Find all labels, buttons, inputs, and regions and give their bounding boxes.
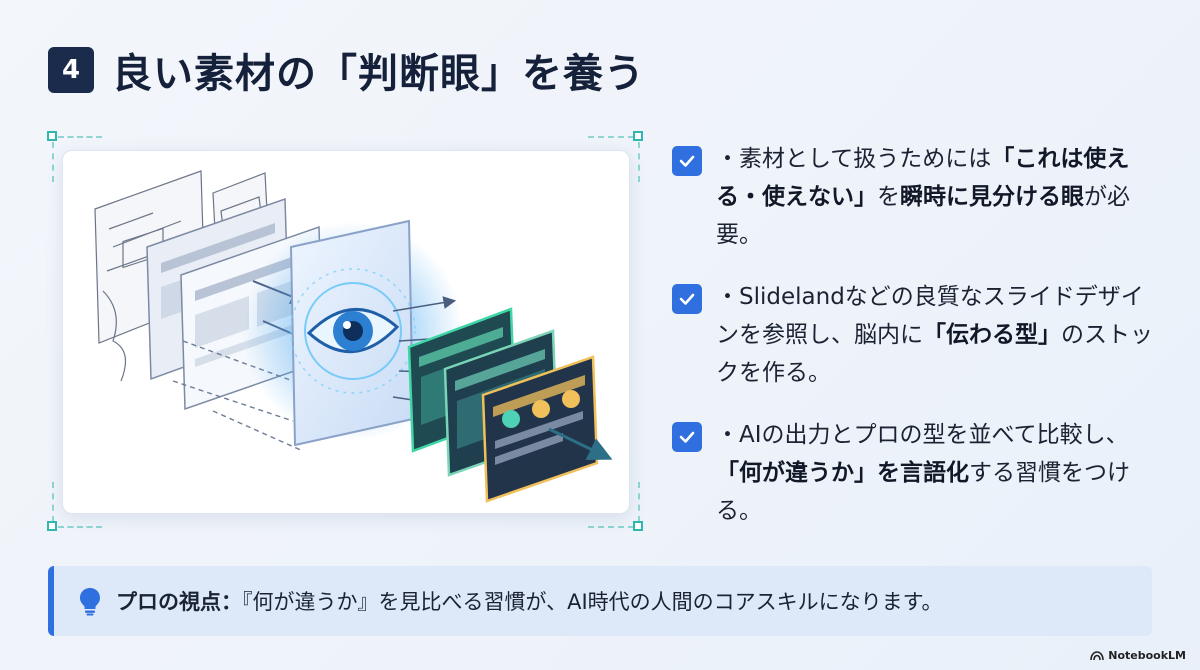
checkbox-checked-icon xyxy=(672,422,702,452)
eye-filter-illustration xyxy=(62,150,630,514)
checkbox-checked-icon xyxy=(672,284,702,314)
callout-label: プロの視点： xyxy=(116,590,242,614)
slide-header: 4 良い素材の「判断眼」を養う xyxy=(48,40,645,100)
notebooklm-logo-icon xyxy=(1090,650,1105,661)
bullet-text-plain: 素材として扱うためには xyxy=(739,146,992,172)
lightbulb-icon xyxy=(78,586,102,616)
brand-mark: NotebookLM xyxy=(1090,649,1186,662)
eye-icon xyxy=(243,219,463,447)
page-title: 良い素材の「判断眼」を養う xyxy=(112,51,645,97)
callout-text: 『何が違うか』を見比べる習慣が、AI時代の人間のコアスキルになります。 xyxy=(242,590,943,614)
section-number-badge: 4 xyxy=(48,47,94,93)
selected-slides xyxy=(407,307,599,503)
list-item: ・Slidelandなどの良質なスライドデザインを参照し、脳内に「伝わる型」のス… xyxy=(672,278,1162,392)
list-item: ・素材として扱うためには「これは使える・使えない」を瞬時に見分ける眼が必要。 xyxy=(672,140,1162,254)
bullet-text-plain: AIの出力とプロの型を並べて比較し、 xyxy=(739,422,1129,448)
bullet-list: ・素材として扱うためには「これは使える・使えない」を瞬時に見分ける眼が必要。 ・… xyxy=(672,140,1162,554)
illustration-frame xyxy=(47,131,644,532)
bullet-text-bold: 「何が違うか」を言語化 xyxy=(716,460,969,486)
bullet-text-bold: 「伝わる型」 xyxy=(923,322,1061,348)
bullet-text-bold: 「これは使える・使えない」 xyxy=(716,146,1130,210)
bullet-text-plain: Slidelandなどの良質なスライドデザインを参照し、脳内に xyxy=(716,284,1144,348)
list-item: ・AIの出力とプロの型を並べて比較し、「何が違うか」を言語化する習慣をつける。 xyxy=(672,416,1162,530)
pro-insight-callout: プロの視点：『何が違うか』を見比べる習慣が、AI時代の人間のコアスキルになります… xyxy=(48,566,1152,636)
checkbox-checked-icon xyxy=(672,146,702,176)
brand-label: NotebookLM xyxy=(1108,649,1186,662)
